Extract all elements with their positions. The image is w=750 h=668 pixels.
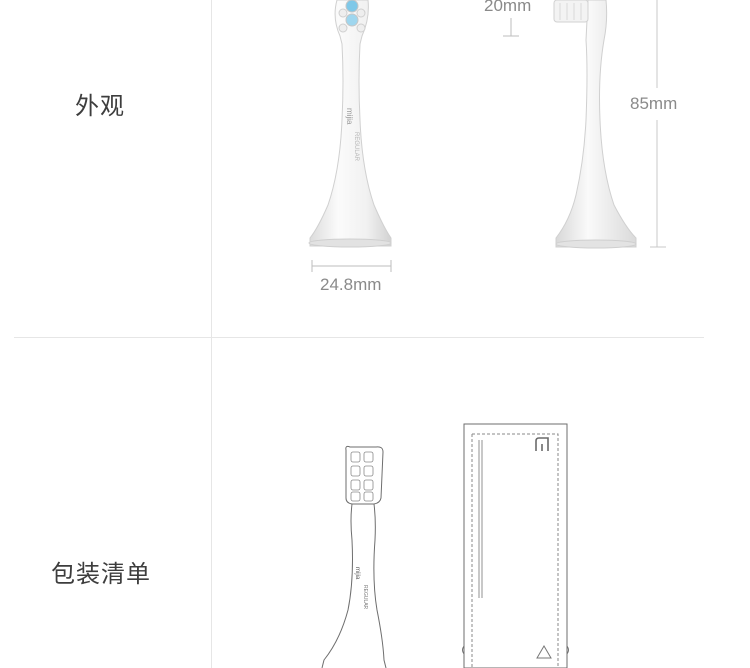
bristle-tuft-white: [338, 8, 348, 18]
row-divider: [14, 337, 704, 338]
bristle-tuft-blue: [345, 13, 359, 27]
brush-head-front-view: mijia REGULAR: [308, 0, 392, 248]
width-dimension-line: [311, 260, 392, 272]
package-brand-text: mijia: [354, 567, 360, 580]
bristles-side: [553, 0, 589, 23]
package-brush-head: mijia REGULAR: [321, 445, 387, 668]
height-dimension-label: 85mm: [630, 94, 678, 113]
bristle-tuft-white: [338, 23, 348, 33]
mi-logo-icon: [535, 437, 549, 451]
row-label-package-contents: 包装清单: [51, 560, 151, 588]
model-text: REGULAR: [353, 132, 359, 162]
recycle-icon: [536, 645, 552, 659]
width-dimension-label: 24.8mm: [320, 275, 382, 294]
brand-text: mijia: [345, 108, 354, 125]
column-divider: [211, 0, 212, 668]
top-dimension-line: [503, 18, 519, 37]
bristle-tuft-white: [356, 23, 366, 33]
bristle-tuft-white: [356, 8, 366, 18]
row-label-appearance: 外观: [75, 92, 125, 120]
package-model-text: REGULAR: [362, 585, 368, 610]
height-dimension-line: [650, 0, 666, 248]
brush-head-side-view: [553, 0, 637, 249]
bristle-tuft-blue: [345, 0, 359, 13]
package-box: [462, 423, 569, 668]
top-dimension-label: 20mm: [484, 0, 532, 15]
